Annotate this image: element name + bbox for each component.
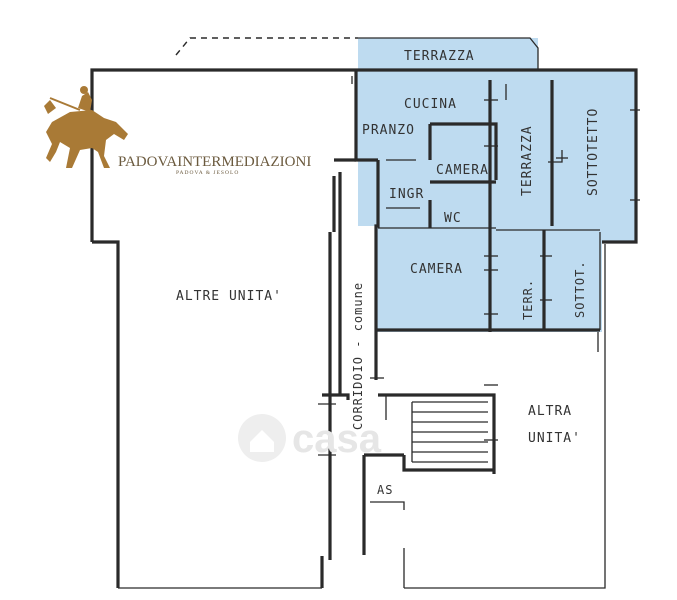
label-cucina: CUCINA [404, 97, 457, 112]
apartment-highlight [356, 38, 636, 332]
label-sottot: SOTTOT. [573, 260, 587, 318]
stair-treads [411, 401, 488, 463]
company-tagline: PADOVA & JESOLO [176, 170, 239, 176]
label-wc: WC [444, 211, 462, 226]
watermark-text: casa [292, 417, 382, 461]
label-altre-unita: ALTRE UNITA' [176, 289, 282, 304]
label-unita: UNITA' [528, 431, 581, 446]
label-camera-1: CAMERA [436, 163, 489, 178]
label-terrazza-side: TERRAZZA [520, 125, 535, 196]
label-ingr: INGR [389, 187, 424, 202]
label-corridoio: CORRIDOIO - comune [351, 282, 365, 430]
corridor-walls [318, 158, 498, 588]
label-pranzo: PRANZO [362, 123, 415, 138]
company-name: PADOVAINTERMEDIAZIONI [118, 154, 311, 170]
casa-watermark: casa [238, 414, 382, 462]
horse-rider-icon [44, 86, 128, 168]
label-terrazza-top: TERRAZZA [404, 49, 475, 64]
label-terr: TERR. [521, 279, 535, 320]
label-altra: ALTRA [528, 404, 572, 419]
label-camera-2: CAMERA [410, 262, 463, 277]
company-logo: PADOVAINTERMEDIAZIONI PADOVA & JESOLO [44, 86, 311, 176]
outer-walls [90, 37, 638, 589]
label-sottotetto: SOTTOTETTO [586, 108, 601, 196]
label-as: AS [377, 483, 393, 497]
apartment-walls [351, 70, 640, 332]
